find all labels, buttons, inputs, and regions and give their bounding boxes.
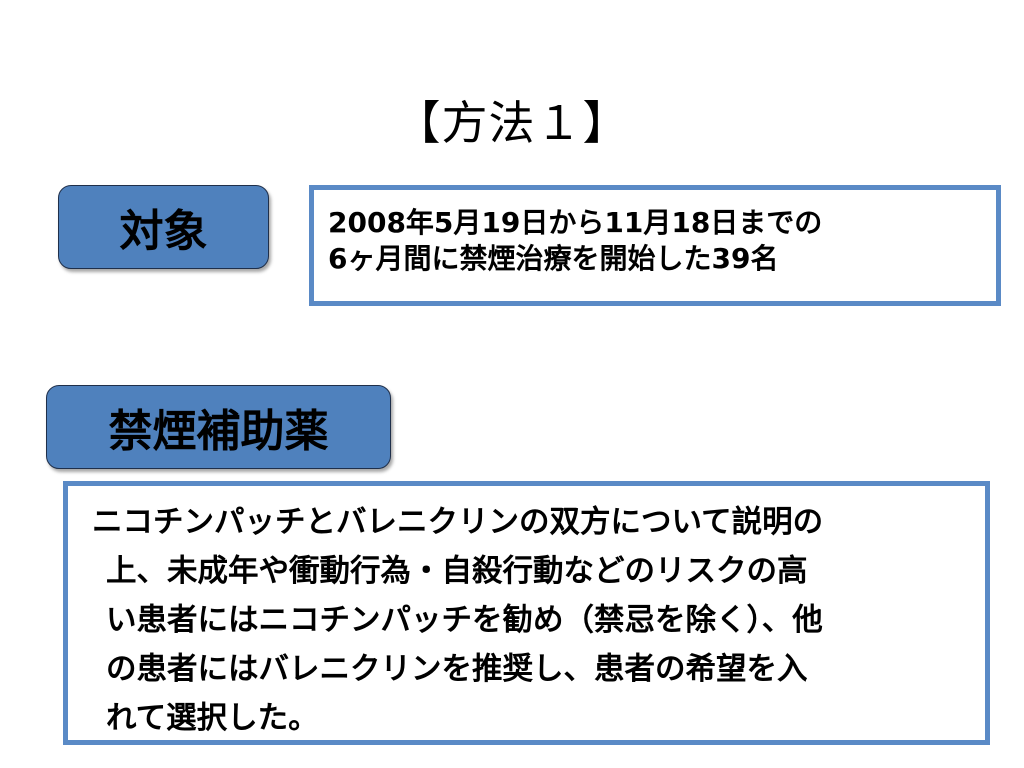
target-description-box: 2008年5月19日から11月18日までの 6ヶ月間に禁煙治療を開始した39名 bbox=[309, 185, 1001, 306]
smoking-aid-description-line: れて選択した。 bbox=[106, 701, 319, 736]
smoking-aid-description-line: い患者にはニコチンパッチを勧め（禁忌を除く）、他 bbox=[106, 603, 823, 638]
smoking-aid-description-box: ニコチンパッチとバレニクリンの双方について説明の 上、未成年や衝動行為・自殺行動… bbox=[63, 481, 990, 745]
smoking-aid-description-line: 上、未成年や衝動行為・自殺行動などのリスクの高 bbox=[106, 554, 808, 589]
smoking-aid-description-line: ニコチンパッチとバレニクリンの双方について説明の bbox=[92, 505, 824, 540]
target-description-line: 2008年5月19日から11月18日までの bbox=[328, 206, 823, 239]
target-label-badge: 対象 bbox=[58, 185, 269, 269]
smoking-aid-label: 禁煙補助薬 bbox=[108, 406, 329, 457]
slide-title: 【方法１】 bbox=[394, 95, 630, 150]
target-description-line: 6ヶ月間に禁煙治療を開始した39名 bbox=[328, 242, 779, 275]
smoking-aid-description-line: の患者にはバレニクリンを推奨し、患者の希望を入 bbox=[106, 652, 808, 687]
smoking-aid-label-badge: 禁煙補助薬 bbox=[46, 385, 391, 469]
target-label: 対象 bbox=[119, 206, 208, 257]
